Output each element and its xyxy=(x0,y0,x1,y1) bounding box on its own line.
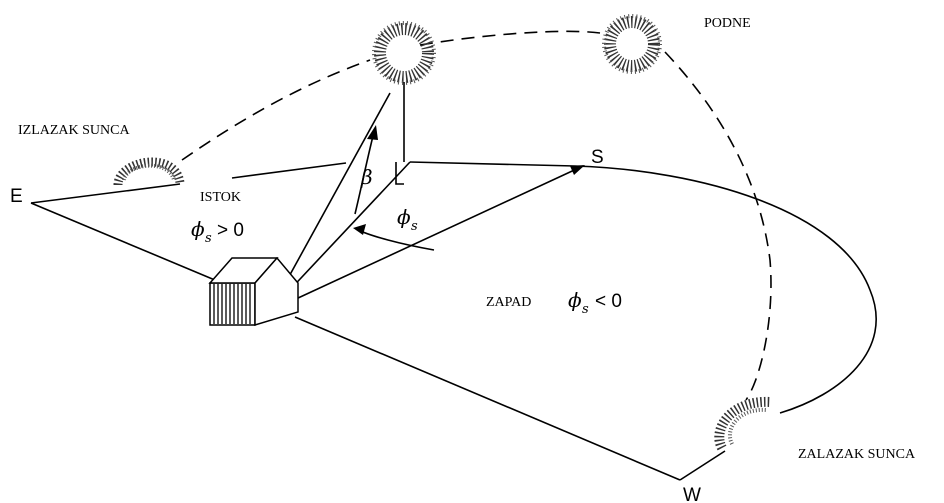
east-condition-label: ϕ s > 0 xyxy=(191,217,244,246)
upper-sun xyxy=(372,21,436,85)
south-direction-label: S xyxy=(591,147,604,168)
house-siding xyxy=(213,284,251,324)
right-angle-marker xyxy=(395,162,404,185)
west-condition-label: ϕ s < 0 xyxy=(568,288,622,317)
east-phi: ϕ xyxy=(191,217,205,241)
west-inequality: < 0 xyxy=(595,291,622,312)
west-side-label: ZAPAD xyxy=(486,295,531,310)
azimuth-arrowhead xyxy=(353,224,366,235)
sunset-label: ZALAZAK SUNCA xyxy=(798,447,916,462)
east-direction-label: E xyxy=(10,186,23,207)
south-horizon-arc xyxy=(409,161,877,414)
west-direction-label: W xyxy=(683,485,701,503)
west-phi: ϕ xyxy=(568,288,582,312)
beta-symbol: β xyxy=(360,165,373,189)
azimuth-angle-arc xyxy=(355,228,435,251)
azimuth-phi: ϕ xyxy=(397,205,411,229)
west-subscript: s xyxy=(582,302,589,317)
east-horizon-line xyxy=(30,202,223,284)
sunrise-sun xyxy=(113,157,185,186)
west-tail-line xyxy=(679,450,726,481)
azimuth-subscript: s xyxy=(411,219,418,234)
south-arrowhead xyxy=(570,165,585,175)
east-side-label: ISTOK xyxy=(200,190,241,205)
house-icon xyxy=(208,256,299,327)
istok-ray-line xyxy=(231,162,347,179)
beta-arrowhead xyxy=(367,125,378,140)
ground-lines xyxy=(30,161,877,481)
sun-path-dashed xyxy=(181,30,772,401)
south-direction-ray xyxy=(269,165,584,312)
sunrise-label: IZLAZAK SUNCA xyxy=(18,123,130,138)
noon-sun xyxy=(602,14,662,74)
east-inequality: > 0 xyxy=(217,220,244,241)
east-subscript: s xyxy=(205,231,212,246)
sunset-sun xyxy=(714,396,771,451)
azimuth-label: ϕ s xyxy=(397,205,418,234)
noon-label: PODNE xyxy=(704,16,751,31)
east-direction-line xyxy=(30,183,181,204)
observer-rays xyxy=(269,82,585,312)
west-horizon-line xyxy=(294,316,681,481)
